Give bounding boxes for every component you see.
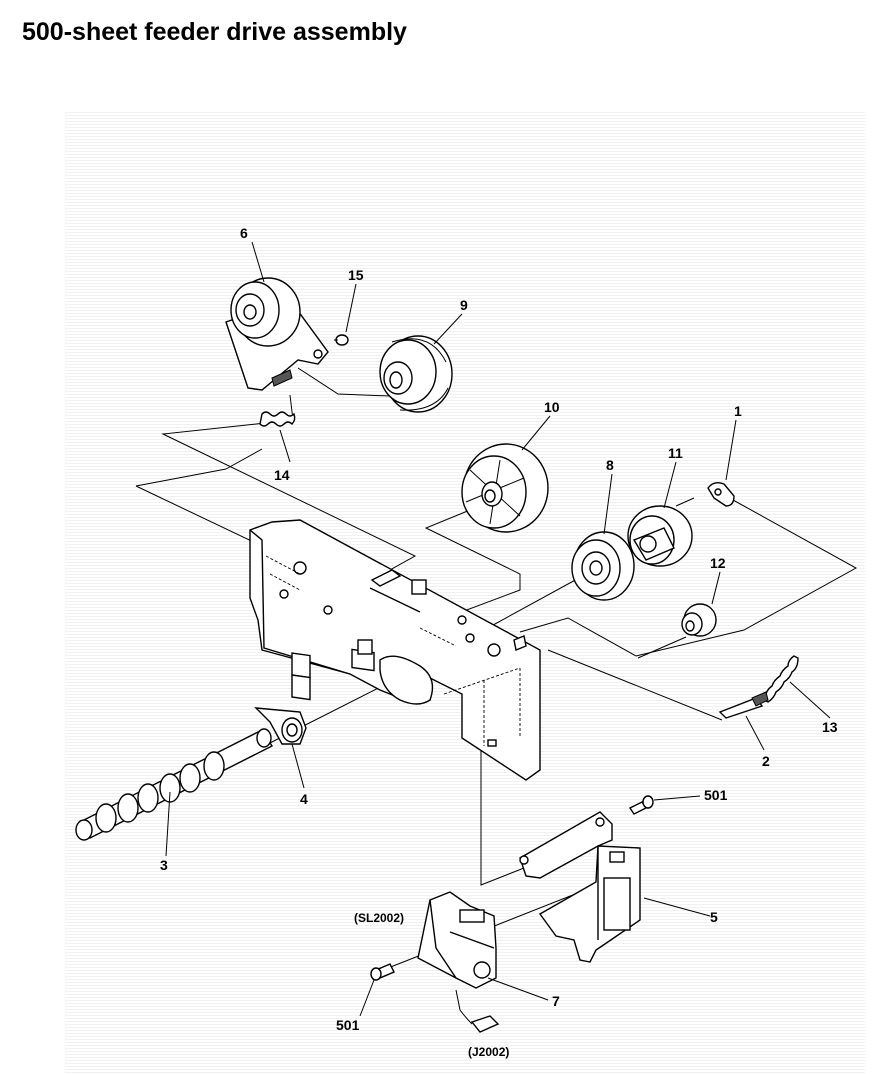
part-15-e-ring (334, 334, 349, 346)
part-8-gear (571, 531, 635, 601)
part-14-spring (259, 411, 296, 427)
main-frame (249, 519, 541, 781)
part-4-bushing (254, 707, 307, 745)
callout-9: 9 (460, 297, 468, 313)
connection-lines (135, 367, 858, 973)
page-title: 500-sheet feeder drive assembly (22, 18, 407, 46)
callout-13: 13 (822, 719, 838, 735)
callout-5: 5 (710, 909, 718, 925)
callout-14: 14 (274, 467, 290, 483)
label-j2002: (J2002) (468, 1045, 509, 1059)
callout-2: 2 (762, 753, 770, 769)
part-3-camshaft (75, 728, 273, 841)
part-12-small-gear (681, 603, 717, 637)
callout-12: 12 (710, 555, 726, 571)
callout-3: 3 (160, 857, 168, 873)
part-2-pin (718, 691, 769, 719)
callout-501-bottom: 501 (336, 1017, 360, 1033)
part-5-bracket (519, 811, 641, 963)
callout-501-top: 501 (704, 787, 728, 803)
part-13-spring (763, 655, 799, 703)
part-10-gear (461, 443, 549, 533)
callout-leaders (165, 241, 831, 1017)
part-1-latch (707, 481, 735, 507)
callout-4: 4 (300, 791, 308, 807)
part-6-gear-arm (225, 277, 329, 391)
callout-11: 11 (668, 445, 683, 461)
part-501-screw-bottom (370, 963, 395, 981)
callout-1: 1 (734, 403, 742, 419)
label-sl2002: (SL2002) (354, 911, 404, 925)
callout-7: 7 (552, 993, 560, 1009)
callout-15: 15 (348, 267, 364, 283)
callout-labels: 6 15 9 10 1 8 11 14 12 13 2 4 501 3 5 (S… (160, 225, 838, 1059)
callout-6: 6 (240, 225, 248, 241)
part-11-clutch (627, 497, 695, 567)
part-9-gear (379, 335, 453, 413)
callout-8: 8 (606, 457, 614, 473)
part-501-screw-top (628, 795, 701, 815)
part-7-solenoid (417, 891, 500, 1033)
callout-10: 10 (544, 399, 560, 415)
